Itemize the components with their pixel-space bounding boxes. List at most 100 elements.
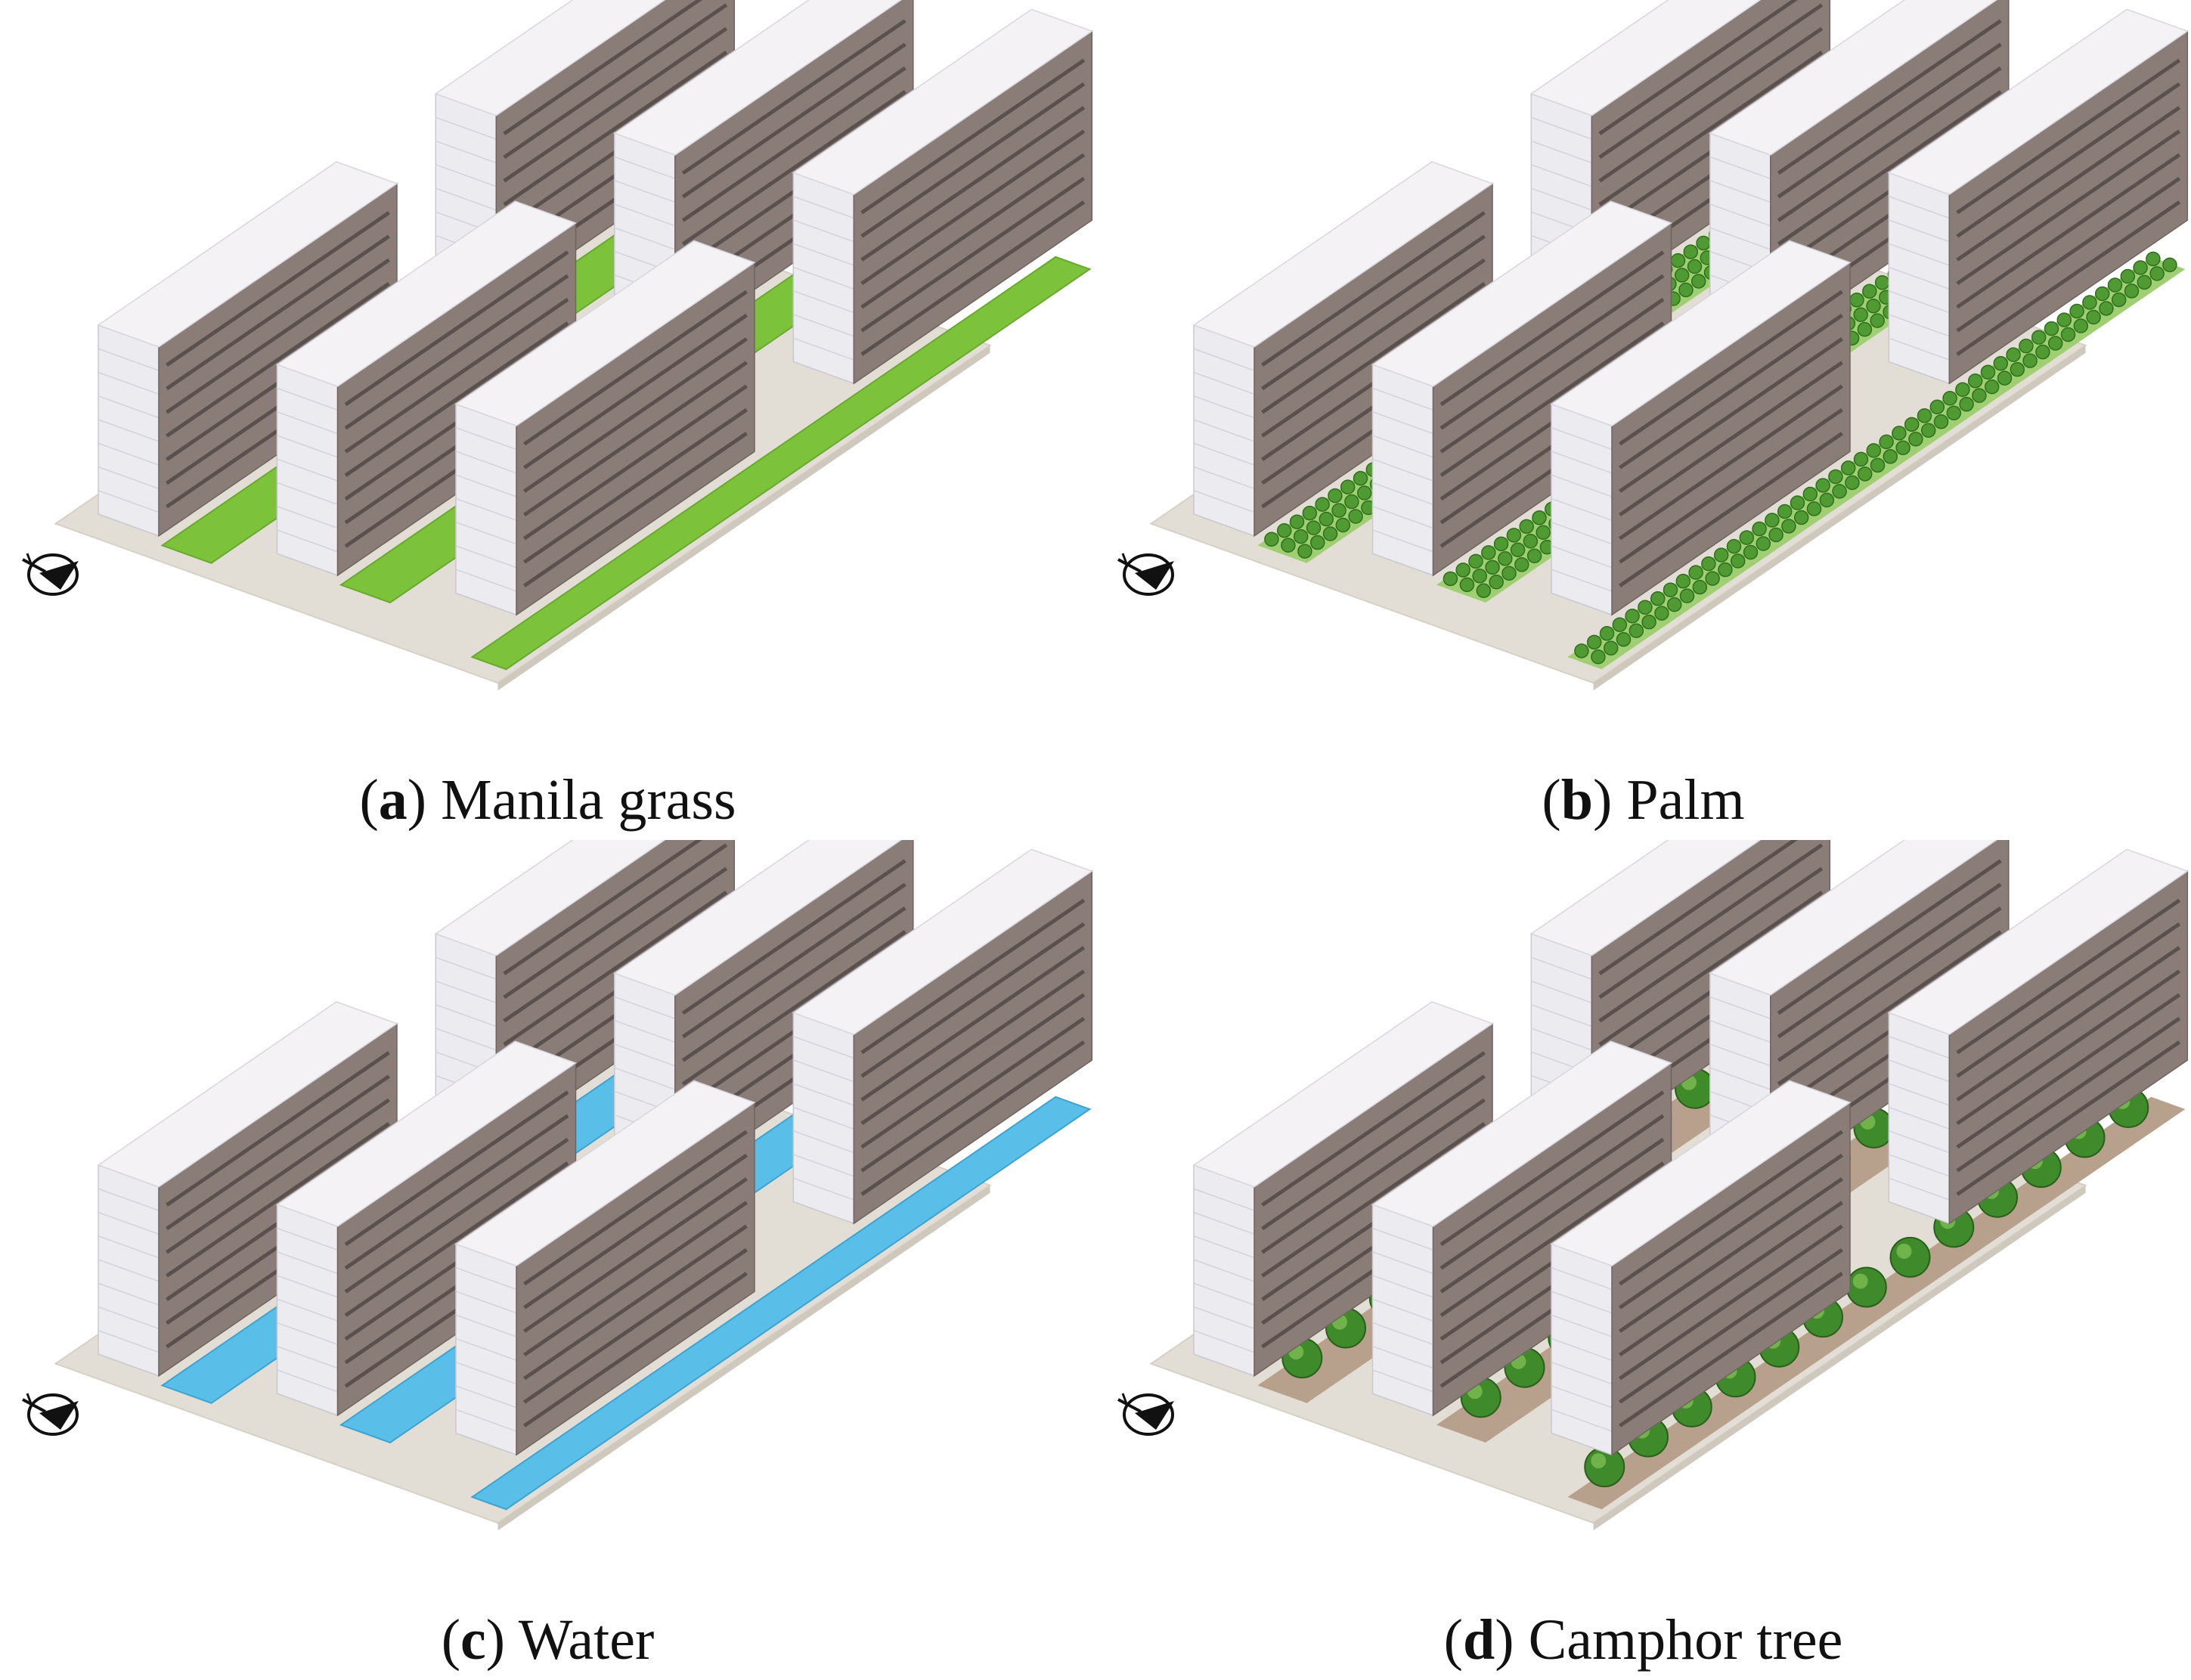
window-band <box>1956 993 2181 1149</box>
window-band <box>1956 176 2181 333</box>
building <box>1371 200 1673 577</box>
window-band <box>1777 42 2002 199</box>
palm-shrub <box>1997 370 2013 386</box>
building-roof <box>1550 1080 1852 1267</box>
floor-line <box>435 116 497 140</box>
window-band <box>503 890 728 1046</box>
palm-shrub <box>1678 282 1694 298</box>
window-band <box>523 1201 748 1357</box>
floor-line <box>98 1211 160 1235</box>
floor-line <box>455 1266 517 1291</box>
window-band <box>523 384 748 541</box>
palm-shrub <box>1599 626 1615 641</box>
floor-line <box>1530 956 1592 980</box>
floor-line <box>1372 1345 1433 1369</box>
palm-shrub <box>1297 544 1312 559</box>
palm-shrub <box>1984 379 2000 395</box>
palm-shrub <box>1340 479 1356 494</box>
floor-line <box>614 1067 676 1090</box>
building-roof <box>1371 200 1673 387</box>
floor-line <box>1709 203 1771 227</box>
window-band <box>503 0 703 135</box>
grass-strip <box>470 256 1092 671</box>
palm-shrub <box>1713 547 1729 563</box>
building <box>454 1080 756 1456</box>
floor-line <box>277 482 338 505</box>
palm-shrub <box>1536 525 1551 540</box>
window-band <box>1619 337 1843 493</box>
palm-shrub <box>1506 528 1522 543</box>
floor-line <box>277 387 338 411</box>
floor-line <box>1551 426 1613 451</box>
palm-shrub <box>2019 338 2034 354</box>
palm-shrub <box>2056 312 2072 327</box>
palm-shrub <box>1459 577 1475 593</box>
floor-line <box>1193 1259 1255 1282</box>
floor-line <box>1372 435 1433 458</box>
floor-line <box>277 458 338 482</box>
palm-shrub <box>2022 353 2038 368</box>
window-band <box>860 58 1086 215</box>
building-roof <box>434 840 666 956</box>
palm-shrub <box>1335 517 1351 533</box>
camphor-tree <box>1889 1236 1931 1278</box>
palm-shrub <box>2162 257 2177 273</box>
building-roof <box>613 840 903 996</box>
palm-shrub <box>1468 553 1483 569</box>
building-roof <box>1709 840 1998 996</box>
window-band <box>1598 3 1824 160</box>
palm-shrub <box>1638 600 1653 615</box>
floor-line <box>1888 1059 1950 1083</box>
window-band <box>503 840 703 975</box>
building <box>1887 8 2189 385</box>
floor-line <box>1530 116 1592 140</box>
palm-shrub <box>1498 551 1513 566</box>
ground-edge <box>497 345 990 691</box>
window-band <box>344 1137 569 1294</box>
palm-shrub <box>1892 426 1907 441</box>
floor-line <box>792 314 854 337</box>
floor-line <box>1551 1291 1613 1314</box>
window-band <box>860 1040 1086 1196</box>
window-band <box>1777 859 2002 1015</box>
floor-line <box>792 195 854 219</box>
palm-shrub <box>1793 510 1809 525</box>
floor-line <box>1551 1314 1613 1337</box>
floor-line <box>1530 1028 1592 1051</box>
window-band <box>1439 1137 1665 1294</box>
floor-line <box>1551 1385 1613 1409</box>
palm-shrub <box>2146 251 2161 267</box>
building <box>275 200 578 577</box>
window-band <box>1777 906 2002 1062</box>
palm-shrub <box>1726 538 1742 554</box>
palm-shrub <box>1654 606 1669 621</box>
floor-line <box>98 442 160 466</box>
palm-shrub <box>1870 457 1886 473</box>
building-roof <box>613 0 903 156</box>
window-band <box>1619 290 1843 446</box>
window-band <box>1956 898 2181 1055</box>
window-band <box>1619 1201 1843 1357</box>
palm-shrub <box>1874 275 1890 290</box>
floor-line <box>435 188 497 211</box>
floor-line <box>1193 442 1255 466</box>
floor-line <box>1709 156 1771 179</box>
floor-line <box>98 348 160 371</box>
building <box>275 1040 578 1417</box>
floor-line <box>98 371 160 395</box>
window-band <box>503 866 728 1023</box>
palm-shrub <box>1866 298 1881 314</box>
palm-shrub <box>1765 513 1780 528</box>
floor-line <box>98 1330 160 1353</box>
floor-line <box>98 419 160 442</box>
window-band <box>1956 946 2181 1102</box>
floor-line <box>277 1251 338 1275</box>
floor-line <box>435 1028 497 1051</box>
floor-line <box>455 1409 517 1432</box>
palm-shrub <box>2031 330 2047 345</box>
window-band <box>1619 1153 1843 1310</box>
floor-line <box>1372 1369 1433 1393</box>
window-band <box>1261 234 1486 391</box>
floor-line <box>435 956 497 980</box>
floor-line <box>1709 227 1771 250</box>
